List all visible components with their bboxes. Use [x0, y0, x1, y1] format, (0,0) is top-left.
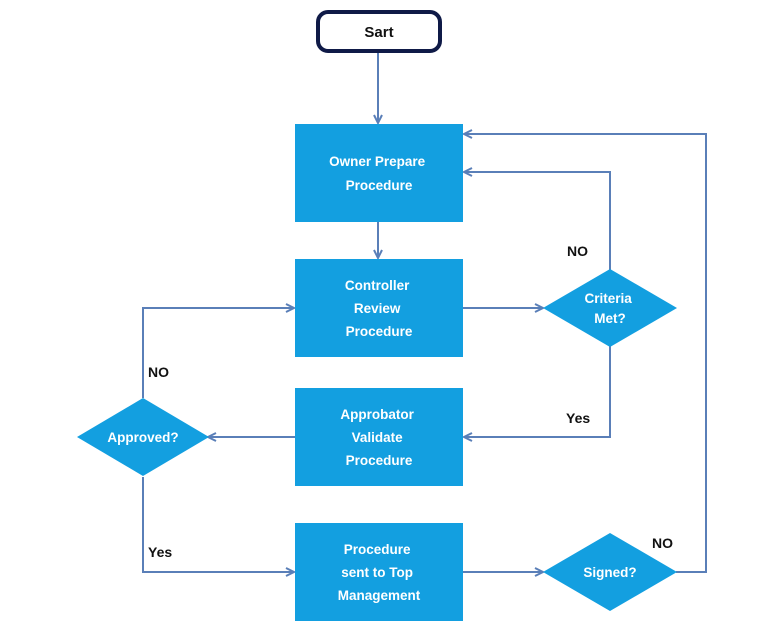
process-validate-box: [295, 388, 463, 486]
decision-approved: Approved?: [77, 398, 209, 476]
process-review: Controller Review Procedure: [295, 259, 463, 357]
process-review-line: Review: [354, 301, 401, 316]
process-review-box: [295, 259, 463, 357]
process-send-box: [295, 523, 463, 621]
process-review-line: Procedure: [346, 324, 413, 339]
decision-approved-diamond: [77, 398, 209, 476]
process-validate-line: Validate: [352, 430, 404, 445]
process-send-line: Procedure: [344, 542, 411, 557]
edge-approved-yes-to-send: [142, 477, 294, 572]
decision-signed: Signed?: [543, 533, 677, 611]
decision-criteria-label: Criteria Met?: [584, 291, 635, 326]
start-node: Sart: [316, 10, 442, 53]
process-prepare-line: Procedure: [346, 178, 413, 193]
process-prepare-line: Owner Prepare: [329, 154, 426, 169]
label-signed-no: NO: [652, 535, 673, 551]
start-label: Sart: [364, 24, 393, 41]
decision-criteria-line: Criteria: [584, 291, 632, 306]
edge-signed-no-to-prepare: [464, 134, 707, 573]
decision-approved-label: Approved?: [107, 430, 178, 445]
process-validate-line: Procedure: [346, 453, 413, 468]
process-prepare-label: Owner Prepare Procedure: [329, 154, 429, 193]
process-send-label: Procedure sent to Top Management: [338, 542, 421, 603]
process-review-line: Controller: [345, 278, 410, 293]
edge-labels: NO Yes NO Yes NO: [148, 243, 673, 560]
process-send: Procedure sent to Top Management: [295, 523, 463, 621]
process-send-line: Management: [338, 588, 421, 603]
label-criteria-no: NO: [567, 243, 588, 259]
label-approved-yes: Yes: [148, 544, 172, 560]
edge-criteria-yes-to-validate: [464, 346, 611, 437]
decision-criteria-line: Met?: [594, 311, 626, 326]
decision-criteria: Criteria Met?: [543, 269, 677, 347]
edge-approved-no-to-review: [142, 308, 294, 398]
edge-criteria-no-to-prepare: [464, 172, 611, 270]
decision-criteria-diamond: [543, 269, 677, 347]
process-prepare: Owner Prepare Procedure: [295, 124, 463, 222]
decision-signed-label: Signed?: [583, 565, 636, 580]
process-validate: Approbator Validate Procedure: [295, 388, 463, 486]
label-approved-no: NO: [148, 364, 169, 380]
process-prepare-box: [295, 124, 463, 222]
process-review-label: Controller Review Procedure: [345, 278, 413, 339]
start-shape: [316, 10, 442, 53]
connectors: [142, 52, 707, 573]
process-validate-line: Approbator: [340, 407, 414, 422]
process-send-line: sent to Top: [341, 565, 413, 580]
label-criteria-yes: Yes: [566, 410, 590, 426]
process-validate-label: Approbator Validate Procedure: [340, 407, 417, 468]
decision-signed-diamond: [543, 533, 677, 611]
